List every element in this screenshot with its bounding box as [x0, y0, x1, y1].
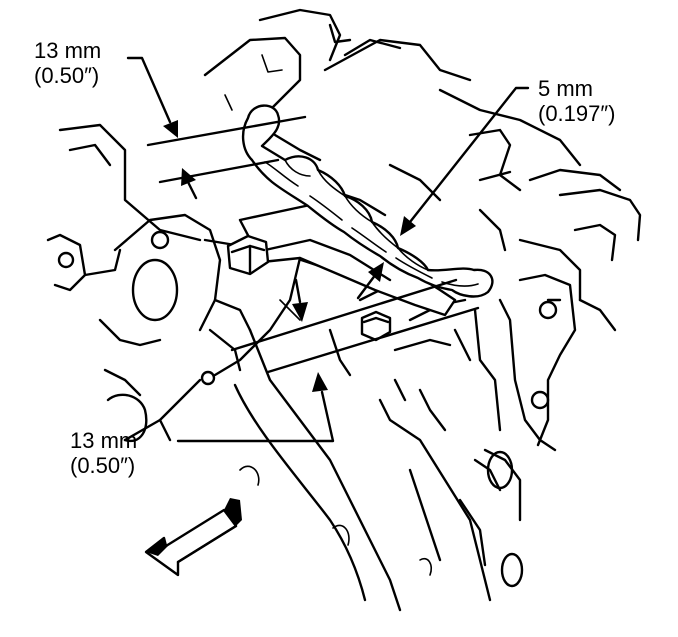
callout-top-right: 5 mm (0.197″) — [538, 76, 616, 126]
front-direction-arrow-icon — [144, 498, 242, 577]
callout-top-left: 13 mm (0.50″) — [34, 38, 101, 88]
callout-bottom-left-metric: 13 mm — [70, 428, 138, 453]
dimension-lines — [146, 115, 480, 374]
callout-top-right-metric: 5 mm — [538, 76, 593, 101]
callout-top-left-metric: 13 mm — [34, 38, 102, 63]
chain-tensioner-arm — [213, 203, 457, 377]
callout-top-left-imperial: (0.50″) — [34, 63, 100, 88]
dimension-arrow-icon — [126, 56, 530, 443]
callout-top-right-imperial: (0.197″) — [538, 101, 616, 126]
chain-tensioner-bolt-icon — [226, 234, 392, 342]
callout-bottom-left: 13 mm (0.50″) — [70, 428, 137, 478]
callout-bottom-left-imperial: (0.50″) — [70, 453, 136, 478]
engine-block-outline — [46, 8, 642, 612]
